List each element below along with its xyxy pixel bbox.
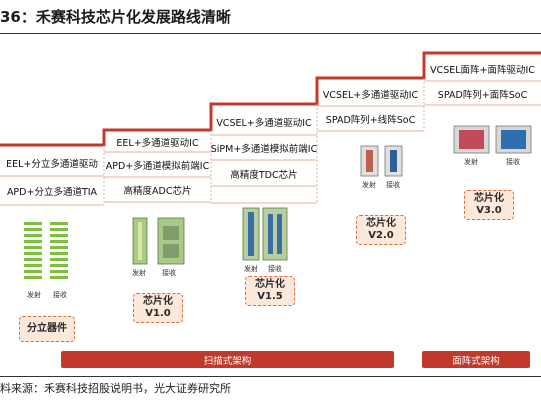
stage1-badge-line2: V1.0: [145, 308, 171, 319]
stage0-badge: 分立器件: [19, 316, 75, 342]
stage0-emit-label: 发射: [27, 291, 41, 299]
stage0-row0: EEL+分立多通道驱动: [6, 159, 98, 170]
stage4-recv-label: 接收: [506, 158, 520, 166]
v15-receiver-board-icon: [262, 207, 288, 261]
v10-emitter-board-icon: [132, 217, 148, 265]
v10-receiver-board-icon: [157, 217, 185, 265]
stage2-row2: 高精度TDC芯片: [230, 169, 298, 181]
stage4-row0: VCSEL面阵+面阵驱动IC: [430, 64, 535, 76]
v15-emitter-board-icon: [242, 207, 260, 261]
stage4-badge: 芯片化 V3.0: [464, 190, 514, 220]
source-divider: [0, 376, 541, 377]
v20-receiver-chip-icon: [384, 145, 403, 177]
stage2-badge-line1: 芯片化: [255, 279, 285, 290]
stage1-row0: EEL+多通道驱动IC: [116, 138, 199, 149]
stage1-recv-label: 接收: [162, 269, 176, 277]
source-note: 料来源：禾赛科技招股说明书，光大证券研究所: [0, 382, 231, 395]
stage1-row1: APD+多通道模拟前端IC: [105, 161, 210, 172]
v20-emitter-chip-icon: [360, 145, 379, 177]
stage2-row1: SiPM+多通道模拟前端IC: [210, 144, 318, 155]
stage1-row2: 高精度ADC芯片: [123, 186, 192, 197]
stage2-row0: VCSEL+多通道驱动IC: [216, 117, 312, 129]
page-title: 36：禾赛科技芯片化发展路线清晰: [0, 8, 231, 26]
stage3-badge: 芯片化 V2.0: [356, 215, 406, 245]
stage3-badge-line1: 芯片化: [366, 218, 396, 229]
stage2-badge-line2: V1.5: [257, 291, 283, 302]
scanning-architecture-bar: 扫描式架构: [61, 351, 394, 368]
v30-emitter-array-icon: [453, 125, 490, 154]
stage4-row1: SPAD阵列+面阵SoC: [437, 89, 528, 101]
stage1-badge: 芯片化 V1.0: [133, 293, 183, 323]
stage0-badge-text: 分立器件: [27, 323, 67, 334]
v30-receiver-array-icon: [495, 125, 532, 154]
stage3-row1: SPAD阵列+线阵SoC: [325, 115, 416, 126]
stage1-emit-label: 发射: [132, 269, 146, 277]
stage3-emit-label: 发射: [362, 181, 376, 189]
stage2-recv-label: 接收: [268, 265, 282, 273]
title-divider: [0, 33, 541, 34]
stage1-badge-line1: 芯片化: [143, 296, 173, 307]
stage4-badge-line2: V3.0: [476, 205, 502, 216]
discrete-receiver-icon: [50, 222, 68, 279]
flash-architecture-bar: 面阵式架构: [422, 351, 530, 368]
stage4-badge-line1: 芯片化: [474, 193, 504, 204]
staircase-line: [0, 51, 541, 147]
stage3-row0: VCSEL+多通道驱动IC: [322, 89, 419, 101]
stage3-recv-label: 接收: [386, 181, 400, 189]
discrete-emitter-icon: [24, 222, 42, 279]
stage0-row1: APD+分立多通道TIA: [6, 187, 98, 198]
stage4-emit-label: 发射: [464, 158, 478, 166]
stage2-badge: 芯片化 V1.5: [245, 276, 295, 306]
stage3-badge-line2: V2.0: [368, 230, 394, 241]
stage0-recv-label: 接收: [53, 291, 67, 299]
stage2-emit-label: 发射: [244, 265, 258, 273]
